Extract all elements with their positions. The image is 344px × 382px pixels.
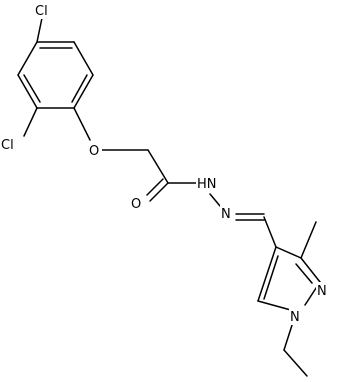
oxygen-carbonyl-label: O [131,197,141,212]
pyrazole-ring [257,221,321,377]
pyrazole-n1-label: N [290,310,300,325]
bond-methyl [300,221,317,259]
chlorine-left-label: Cl [1,138,14,153]
bond-co-b [146,178,164,196]
amide-nh-label: HN [197,177,217,192]
bond-ch-c4 [263,216,277,248]
benzene-ring [17,41,94,109]
bonds [23,17,277,248]
bond-ch2-carbonyl [147,149,169,184]
bond-co-a [149,182,169,202]
oxygen-ether-label: O [89,144,99,159]
pyrazole-n2-label: N [317,284,327,299]
bond-c-o-ether [73,107,91,141]
bond-c-cl-left [23,107,38,137]
atom-labels: Cl Cl O O HN N N N [0,2,330,325]
bond-nh-n [209,193,221,207]
bond-n-ethyl [283,321,294,351]
chlorine-top-label: Cl [35,4,48,19]
imine-nitrogen-label: N [221,207,231,222]
bond-ethyl [283,349,308,377]
bond-c-cl-top [36,17,43,43]
